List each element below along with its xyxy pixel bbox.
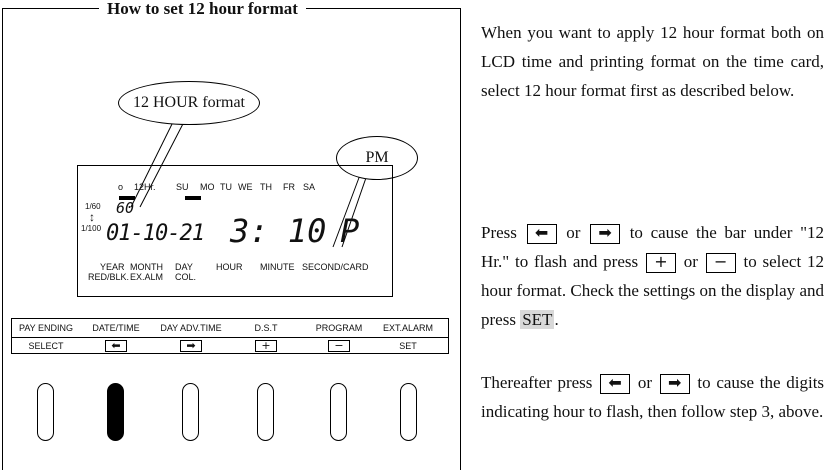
lcd-date-digits: 01-10-21 <box>106 221 205 246</box>
indicator-12hr: 12Hr. <box>134 182 156 192</box>
plus-icon: + <box>645 253 676 274</box>
flash-bar-day <box>185 196 201 200</box>
indicator-sa: SA <box>303 182 316 192</box>
func-date-time: DATE/TIME <box>92 323 140 333</box>
right-arrow-key-icon[interactable]: ➡ <box>180 340 202 352</box>
label-red-blk: RED/BLK. <box>88 272 130 282</box>
frame-title: How to set 12 hour format <box>99 0 306 19</box>
slot-day-adv-time <box>182 383 199 441</box>
plus-key-icon[interactable]: + <box>255 340 277 352</box>
lcd-time-digits: 3: 10 <box>230 212 327 250</box>
label-hour: HOUR <box>216 262 243 272</box>
label-1-60: 1/60 <box>85 202 101 211</box>
step-or-2: or <box>683 252 698 271</box>
left-arrow-key-icon[interactable]: ⬅ <box>105 340 127 352</box>
slot-pay-ending <box>37 383 54 441</box>
illustration-frame: How to set 12 hour format <box>2 0 461 470</box>
slot-program <box>330 383 347 441</box>
label-minute: MINUTE <box>260 262 295 272</box>
thereafter-text: to cause the digits indicating hour to f… <box>481 373 825 421</box>
set-key-label: SET <box>520 310 555 329</box>
label-ex-alm: EX.ALM <box>130 272 164 282</box>
func-pay-ending: PAY ENDING <box>18 323 74 333</box>
func-day-adv-time: DAY ADV.TIME <box>160 323 222 333</box>
step-press: Press <box>481 223 517 242</box>
flash-bar-12hr <box>119 196 135 200</box>
step-period: . <box>554 310 559 329</box>
function-label-row: PAY ENDING DATE/TIME DAY ADV.TIME D.S.T … <box>12 319 448 338</box>
minus-icon: − <box>705 253 736 274</box>
lcd-ampm: P <box>340 212 360 250</box>
left-arrow-icon-2: ⬅ <box>600 374 631 395</box>
thereafter-press: Thereafter press <box>481 373 593 392</box>
slot-ext-alarm <box>400 383 417 441</box>
func-ext-alarm: EXT.ALARM <box>382 323 434 333</box>
lcd-small-digits: 60 <box>116 199 135 217</box>
indicator-tu: TU <box>220 182 232 192</box>
indicator-fr: FR <box>283 182 295 192</box>
label-year: YEAR <box>100 262 125 272</box>
label-1-100: 1/100 <box>81 224 102 233</box>
lcd-display: o 12Hr. SU MO TU WE TH FR SA 1/60 ↕ 1/10… <box>77 165 393 297</box>
label-month: MONTH <box>130 262 163 272</box>
instruction-thereafter: Thereafter press ⬅ or ➡ to cause the dig… <box>481 368 824 426</box>
minus-key-icon[interactable]: − <box>328 340 350 352</box>
key-select-label[interactable]: SELECT <box>28 341 64 351</box>
func-program: PROGRAM <box>315 323 363 333</box>
thereafter-or: or <box>637 373 652 392</box>
instruction-intro: When you want to apply 12 hour format bo… <box>481 18 824 105</box>
left-arrow-icon: ⬅ <box>526 224 557 245</box>
slot-dst <box>257 383 274 441</box>
function-panel: PAY ENDING DATE/TIME DAY ADV.TIME D.S.T … <box>11 318 449 354</box>
label-day: DAY <box>175 262 193 272</box>
right-arrow-icon-2: ➡ <box>659 374 690 395</box>
step-flash-text: to cause the bar under "12 Hr." to flash… <box>481 223 825 271</box>
indicator-su: SU <box>176 182 189 192</box>
indicator-dot: o <box>118 182 124 192</box>
label-col: COL. <box>175 272 197 282</box>
step-select-text: to select 12 hour format. Check the sett… <box>481 252 824 329</box>
slot-date-time-selected <box>107 383 124 441</box>
indicator-we: WE <box>238 182 253 192</box>
indicator-mo: MO <box>200 182 215 192</box>
func-dst: D.S.T <box>254 323 278 333</box>
callout-pm: PM <box>336 136 418 180</box>
callout-12-hour-format: 12 HOUR format <box>118 81 260 125</box>
instruction-steps: Press ⬅ or ➡ to cause the bar under "12 … <box>481 218 824 334</box>
step-or-1: or <box>566 223 581 242</box>
indicator-th: TH <box>260 182 272 192</box>
updown-arrow-icon: ↕ <box>89 210 95 224</box>
right-arrow-icon: ➡ <box>590 224 621 245</box>
label-second-card: SECOND/CARD <box>302 262 369 272</box>
key-set-label[interactable]: SET <box>399 341 417 351</box>
intro-text: When you want to apply 12 hour format bo… <box>481 23 824 100</box>
